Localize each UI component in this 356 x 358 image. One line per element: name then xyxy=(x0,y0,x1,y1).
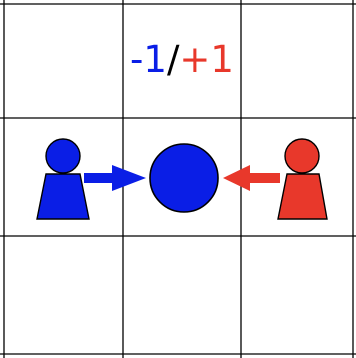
red-pawn-icon[interactable] xyxy=(277,138,328,220)
blue-pawn-icon[interactable] xyxy=(36,138,90,220)
red-score-value: +1 xyxy=(179,38,234,81)
blue-arrow-icon xyxy=(84,165,146,191)
blue-score-value: -1 xyxy=(130,38,167,81)
score-separator: / xyxy=(166,38,180,81)
red-arrow-icon xyxy=(223,165,280,191)
score-label: -1/+1 xyxy=(122,38,242,82)
blue-token-icon[interactable] xyxy=(149,143,219,213)
